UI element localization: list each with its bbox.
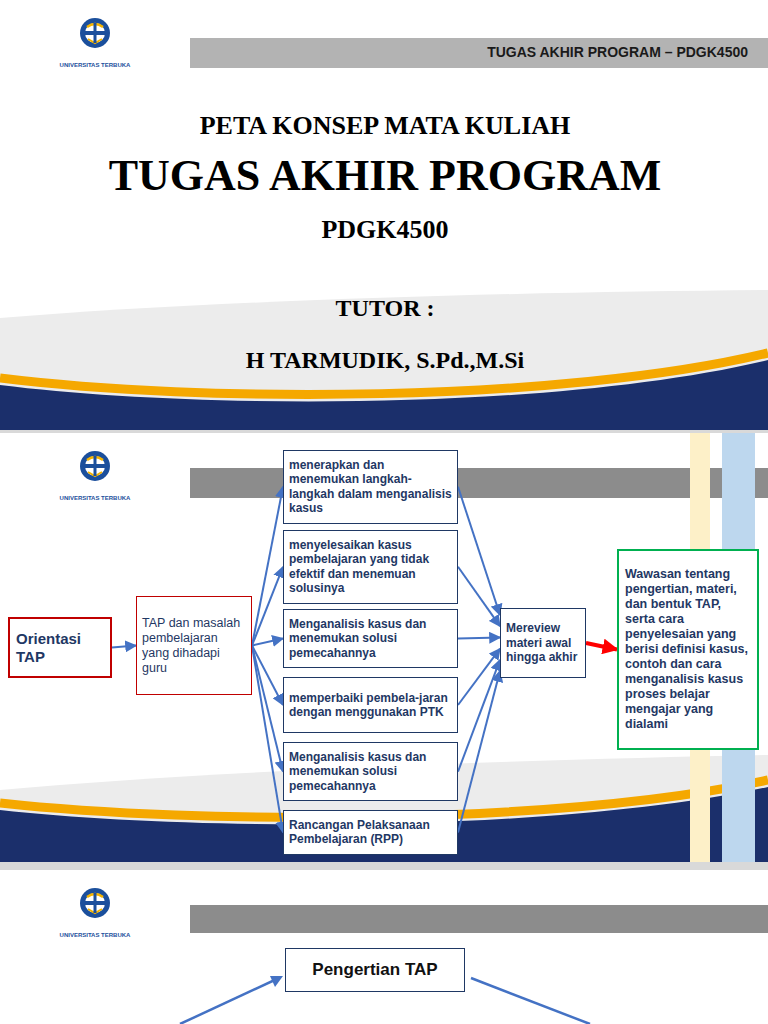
process-box: Menganalisis kasus dan menemukan solusi …	[283, 742, 458, 801]
connector-arrow	[252, 646, 283, 772]
node-text: Orientasi TAP	[16, 630, 104, 666]
process-box: Rancangan Pelaksanaan Pembelajaran (RPP)	[283, 810, 458, 855]
topic-box: Pengertian TAP	[285, 948, 465, 992]
outcome-box: Wawasan tentang pengertian, materi, dan …	[617, 549, 759, 750]
slide-ground	[0, 870, 768, 1024]
process-box: menyelesaikan kasus pembelajaran yang ti…	[283, 530, 458, 604]
process-box: menerapkan dan menemukan langkah-langkah…	[283, 450, 458, 524]
connector-arrow	[458, 637, 500, 638]
logo-text: UNIVERSITAS TERBUKA	[40, 62, 150, 69]
logo-emblem	[80, 18, 110, 48]
course-code: PDGK4500	[160, 214, 610, 245]
node-text: menyelesaikan kasus pembelajaran yang ti…	[289, 538, 452, 596]
branch-line	[180, 978, 279, 1024]
branch-arrowhead	[270, 976, 283, 987]
tutor-name: H TARMUDIK, S.Pd.,M.Si	[100, 346, 670, 375]
node-text: Mereview materi awal hingga akhir	[506, 621, 580, 664]
connector-arrow	[112, 646, 136, 648]
slide-ground	[0, 0, 768, 430]
subtitle: PETA KONSEP MATA KULIAH	[60, 110, 710, 141]
branch-line	[471, 978, 590, 1024]
swoosh-grey	[0, 290, 768, 430]
title: TUGAS AKHIR PROGRAM	[20, 150, 750, 203]
node-text: Pengertian TAP	[292, 960, 458, 980]
process-box: memperbaiki pembela-jaran dengan menggun…	[283, 677, 458, 733]
connector-arrow	[458, 671, 500, 832]
topic-box: TAP dan masalah pembelajaran yang dihada…	[136, 596, 252, 695]
connector-arrow	[252, 567, 283, 646]
connector-arrow	[252, 487, 283, 646]
connector-arrow	[252, 639, 283, 646]
connector-arrow	[586, 643, 617, 650]
node-text: Menganalisis kasus dan menemukan solusi …	[289, 617, 452, 660]
node-text: TAP dan masalah pembelajaran yang dihada…	[142, 616, 246, 676]
start-box: Orientasi TAP	[8, 617, 112, 678]
header-text: TUGAS AKHIR PROGRAM – PDGK4500	[190, 44, 748, 61]
node-text: Wawasan tentang pengertian, materi, dan …	[625, 567, 751, 732]
connector-arrow	[458, 567, 500, 626]
tutor-heading: TUTOR :	[160, 294, 610, 323]
process-box: Menganalisis kasus dan menemukan solusi …	[283, 609, 458, 668]
logo-emblem	[80, 451, 110, 481]
header-bar	[190, 38, 768, 68]
node-text: menerapkan dan menemukan langkah-langkah…	[289, 458, 452, 516]
node-text: Menganalisis kasus dan menemukan solusi …	[289, 750, 452, 793]
node-text: memperbaiki pembela-jaran dengan menggun…	[289, 691, 452, 720]
header-bar	[190, 905, 768, 933]
logo-text: UNIVERSITAS TERBUKA	[40, 495, 150, 502]
logo-emblem	[80, 888, 110, 918]
logo-text: UNIVERSITAS TERBUKA	[40, 932, 150, 939]
connector-arrow	[252, 646, 283, 833]
slide-ground	[0, 433, 768, 862]
node-text: Rancangan Pelaksanaan Pembelajaran (RPP)	[289, 818, 452, 847]
review-box: Mereview materi awal hingga akhir	[500, 608, 586, 678]
header-bar	[190, 468, 768, 498]
